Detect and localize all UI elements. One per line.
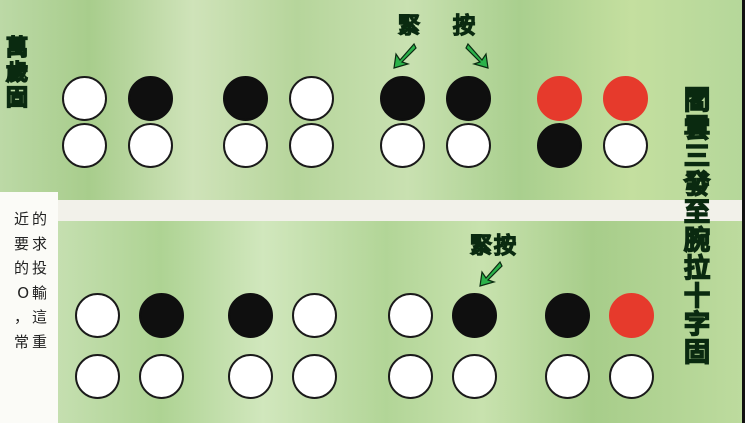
black-dot [139,293,184,338]
white-dot [452,354,497,399]
arrow-down-left-icon [390,40,420,70]
press-label-1: 緊 [398,8,426,40]
title-char: 固 [684,340,710,366]
title-char: 腕 [684,228,710,254]
white-dot [75,354,120,399]
title-char: 至 [684,200,710,226]
white-dot [388,354,433,399]
white-dot [380,123,425,168]
white-dot [292,354,337,399]
black-dot [537,123,582,168]
article-line: 的投 [0,256,50,281]
black-dot [380,76,425,121]
red-dot [609,293,654,338]
arrow-down-left-icon [476,258,506,288]
white-dot [228,354,273,399]
title-wansuigu: 萬 歲 固 [6,38,28,110]
white-dot [75,293,120,338]
white-dot [609,354,654,399]
title-char: 固 [6,88,28,110]
article-line: 常重 [0,330,50,355]
title-char: 歲 [6,63,28,85]
black-dot [223,76,268,121]
title-char: 閻 [684,88,710,114]
title-char: 拉 [684,256,710,282]
white-dot [603,123,648,168]
title-char: 雲 [684,116,710,142]
article-line: ，這 [0,305,50,330]
white-dot [223,123,268,168]
white-dot [446,123,491,168]
white-dot [128,123,173,168]
arrow-down-right-icon [462,40,492,70]
black-dot [446,76,491,121]
title-char: 發 [684,172,710,198]
title-cross-armlock: 閻 雲 三 發 至 腕 拉 十 字 固 [684,88,710,366]
red-dot [537,76,582,121]
black-dot [228,293,273,338]
press-label-2: 按 [453,8,481,40]
article-text: 近的 要求 的投 O輸 ，這 常重 [0,207,50,354]
white-dot [62,123,107,168]
article-line: 要求 [0,232,50,257]
white-dot [139,354,184,399]
white-dot [388,293,433,338]
title-char: 字 [684,312,710,338]
black-dot [545,293,590,338]
title-char: 十 [684,284,710,310]
white-dot [289,76,334,121]
title-char: 萬 [6,38,28,60]
white-dot [292,293,337,338]
black-dot [452,293,497,338]
black-dot [128,76,173,121]
white-dot [289,123,334,168]
article-line: 近的 [0,207,50,232]
white-dot [545,354,590,399]
white-dot [62,76,107,121]
press-label-bottom: 緊按 [470,228,518,260]
article-line: O輸 [0,281,50,306]
title-char: 三 [684,144,710,170]
red-dot [603,76,648,121]
